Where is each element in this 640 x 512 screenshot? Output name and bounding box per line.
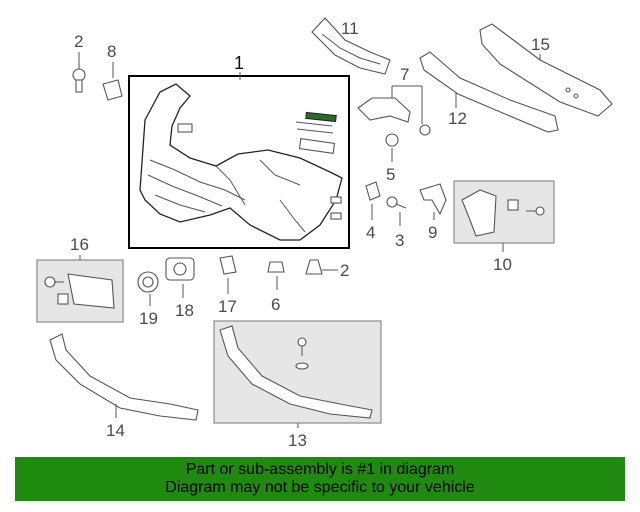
callout-1[interactable]: 1 bbox=[234, 53, 244, 73]
clip-6-drawing bbox=[267, 261, 285, 273]
callout-14[interactable]: 14 bbox=[106, 421, 125, 440]
callout-17[interactable]: 17 bbox=[218, 297, 237, 316]
bracket-10-drawing bbox=[461, 189, 545, 237]
bumper-cover-drawing bbox=[139, 83, 343, 241]
grille-7-drawing bbox=[357, 97, 431, 136]
bracket-8-drawing bbox=[102, 79, 123, 101]
callout-10[interactable]: 10 bbox=[493, 255, 512, 274]
screw-3-drawing bbox=[386, 196, 407, 209]
callout-8[interactable]: 8 bbox=[107, 42, 116, 61]
retainer-14-drawing bbox=[49, 333, 199, 421]
callout-2-top[interactable]: 2 bbox=[74, 32, 83, 51]
parts-diagram: 1 2 8 11 15 12 7 bbox=[36, 17, 613, 450]
clip-5-drawing bbox=[385, 133, 399, 147]
callout-7[interactable]: 7 bbox=[400, 65, 409, 84]
banner-line-1: Part or sub-assembly is #1 in diagram bbox=[185, 461, 455, 478]
callout-9[interactable]: 9 bbox=[428, 223, 437, 242]
bracket-9-drawing bbox=[419, 183, 447, 216]
absorber-13-drawing bbox=[219, 325, 373, 419]
callout-19[interactable]: 19 bbox=[139, 309, 158, 328]
bracket-16-drawing bbox=[44, 273, 115, 309]
callout-18[interactable]: 18 bbox=[175, 301, 194, 320]
callout-5[interactable]: 5 bbox=[386, 165, 395, 184]
sensor-18-drawing bbox=[165, 257, 195, 281]
callout-12[interactable]: 12 bbox=[448, 109, 467, 128]
callout-3[interactable]: 3 bbox=[395, 231, 404, 250]
callout-11[interactable]: 11 bbox=[341, 19, 359, 38]
callout-6[interactable]: 6 bbox=[271, 295, 280, 314]
bracket-4-drawing bbox=[365, 181, 381, 201]
callout-15[interactable]: 15 bbox=[531, 35, 550, 54]
reinforcement-15-drawing bbox=[479, 23, 613, 117]
callout-4[interactable]: 4 bbox=[366, 223, 375, 242]
retainer-11-drawing bbox=[311, 17, 391, 75]
banner-line-2: Diagram may not be specific to your vehi… bbox=[165, 479, 475, 496]
callout-16[interactable]: 16 bbox=[70, 235, 89, 254]
absorber-12-drawing bbox=[419, 51, 559, 133]
clip-2-right-drawing bbox=[305, 259, 323, 275]
callout-13[interactable]: 13 bbox=[288, 431, 307, 450]
clip-17-drawing bbox=[219, 255, 237, 275]
callout-2-right[interactable]: 2 bbox=[340, 261, 349, 280]
info-banner: Part or sub-assembly is #1 in diagram Di… bbox=[15, 457, 625, 501]
clip-2-drawing bbox=[72, 68, 86, 93]
